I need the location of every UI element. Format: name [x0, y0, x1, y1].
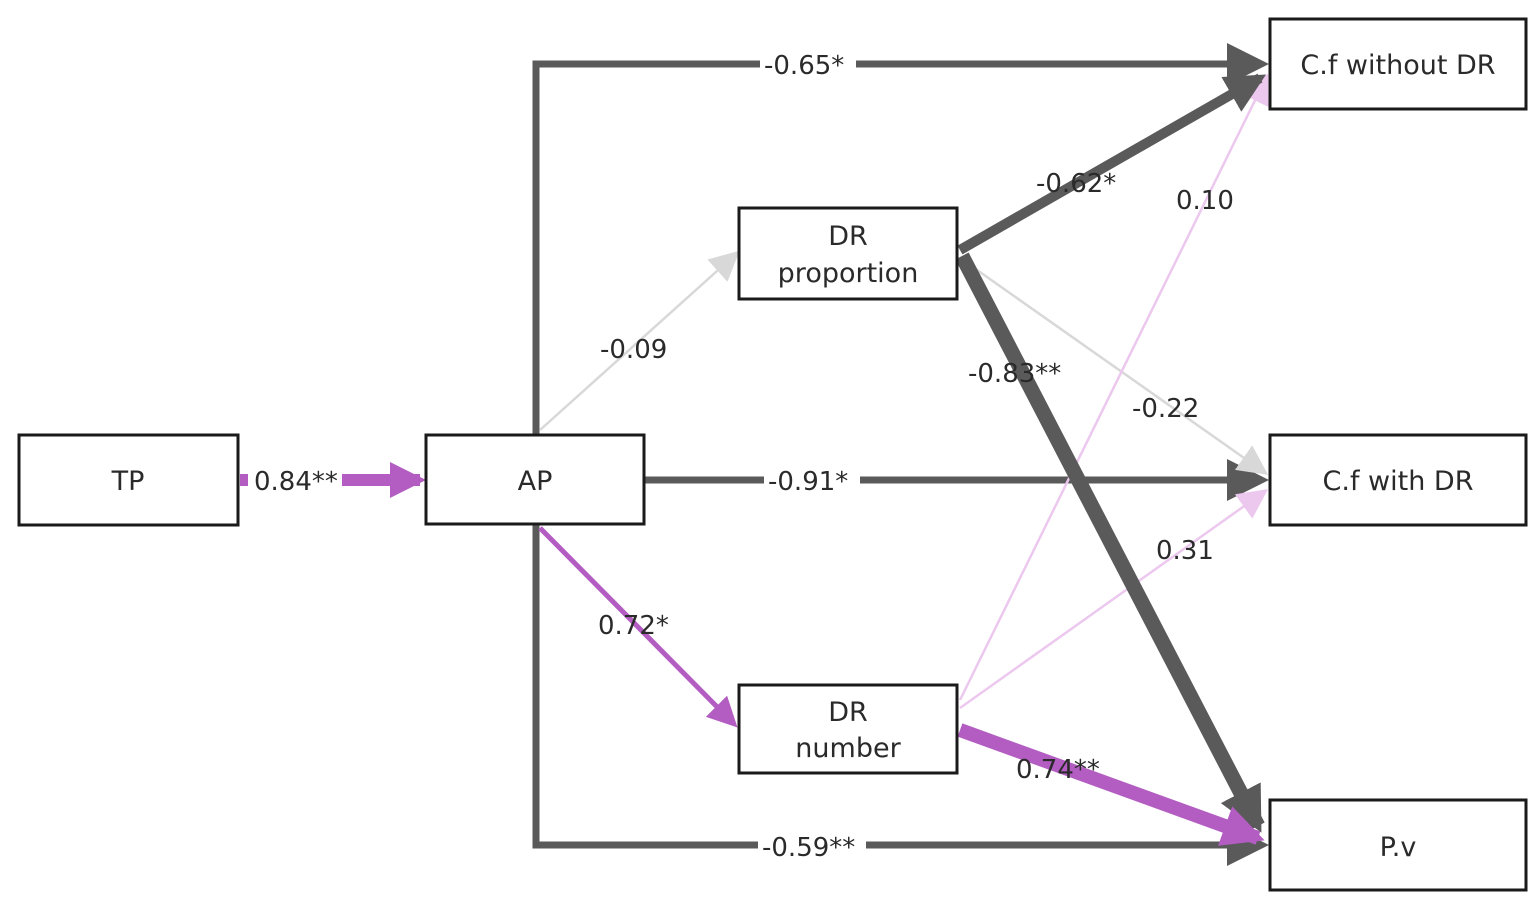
label-drp-cf-with-dr: -0.22: [1132, 394, 1199, 424]
edge-drp-cf-without-dr: [957, 73, 1267, 255]
edge-ap-dr-proportion: [539, 250, 740, 431]
node-cf-with-dr-label: C.f with DR: [1323, 466, 1474, 497]
node-cf-without-dr: C.f without DR: [1268, 17, 1528, 111]
node-dr-number-line2: number: [795, 733, 901, 764]
label-drp-pv: -0.83**: [968, 359, 1061, 389]
node-dr-proportion-line1: DR: [828, 221, 868, 252]
edge-drp-pv: [955, 252, 1265, 833]
label-drn-cf-with-dr: 0.31: [1156, 536, 1214, 566]
node-tp-label: TP: [111, 466, 145, 497]
label-ap-cf-with-dr: -0.91*: [768, 467, 848, 497]
node-pv: P.v: [1268, 798, 1528, 892]
edge-drn-pv: [957, 723, 1265, 846]
edge-drp-cf-with-dr: [959, 256, 1269, 475]
node-cf-without-dr-label: C.f without DR: [1300, 50, 1495, 81]
label-ap-pv: -0.59**: [762, 833, 855, 863]
label-ap-dr-proportion: -0.09: [600, 335, 667, 365]
node-ap: AP: [424, 433, 646, 526]
node-dr-number: DR number: [737, 683, 959, 775]
label-drn-pv: 0.74**: [1016, 755, 1100, 785]
label-tp-ap: 0.84**: [254, 467, 338, 497]
edge-drn-cf-with-dr: [959, 489, 1269, 710]
edge-drn-cf-without-dr: [958, 73, 1269, 701]
label-ap-dr-number: 0.72*: [598, 611, 669, 641]
node-dr-number-line1: DR: [828, 697, 868, 728]
node-pv-label: P.v: [1380, 832, 1417, 863]
edge-ap-pv: [532, 524, 1269, 866]
edge-ap-dr-number: [538, 526, 738, 728]
edge-ap-cf-without-dr: [532, 43, 1269, 435]
node-tp: TP: [17, 433, 240, 527]
label-drp-cf-without-dr: -0.62*: [1036, 169, 1116, 199]
node-dr-proportion: DR proportion: [737, 206, 959, 301]
node-dr-proportion-line2: proportion: [778, 258, 919, 289]
label-drn-cf-without-dr: 0.10: [1176, 186, 1234, 216]
node-cf-with-dr: C.f with DR: [1268, 433, 1528, 527]
node-ap-label: AP: [518, 466, 553, 497]
label-ap-cf-without-dr: -0.65*: [764, 51, 844, 81]
